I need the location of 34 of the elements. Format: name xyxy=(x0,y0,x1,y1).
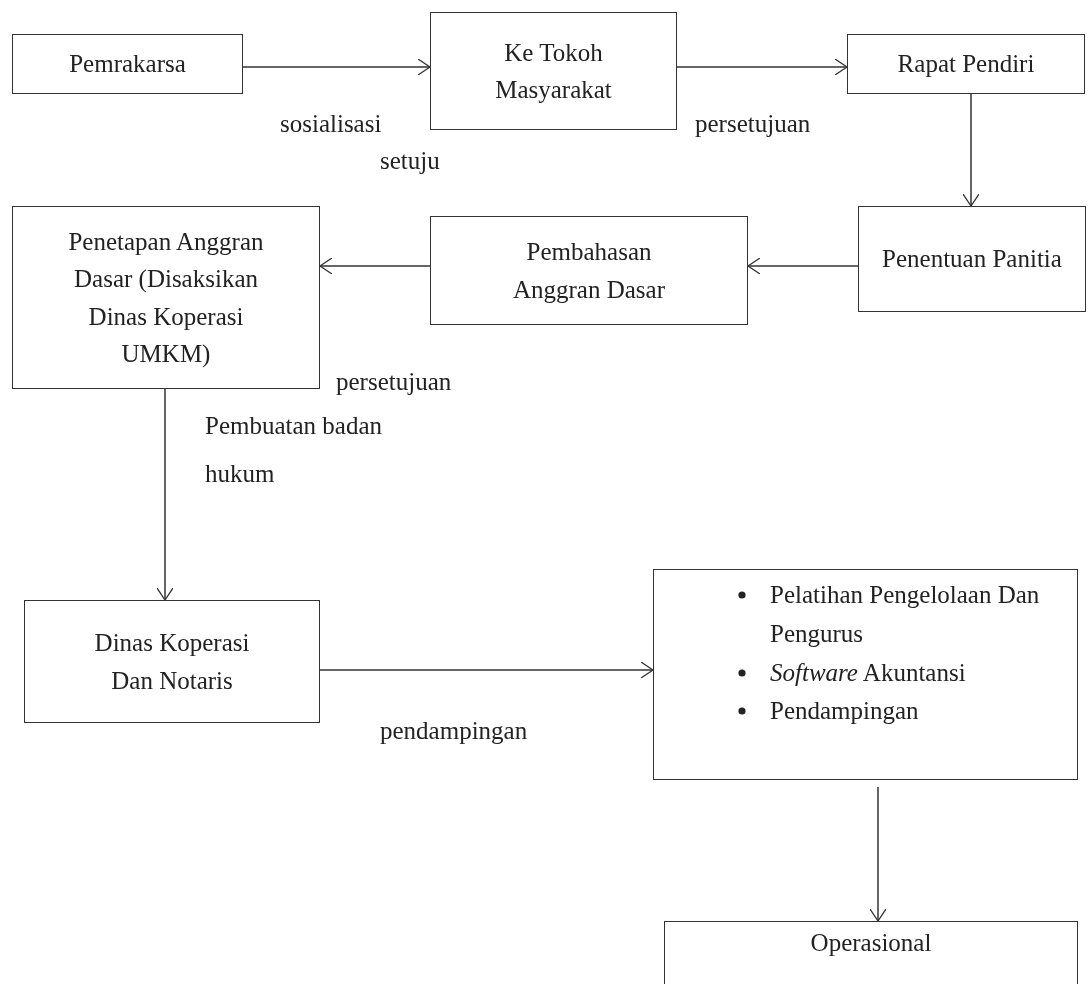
process-box xyxy=(24,600,320,723)
note-label: persetujuan xyxy=(336,367,452,397)
list-item-text: Software Akuntansi xyxy=(770,657,966,688)
process-box xyxy=(653,569,1078,780)
node-text: Penetapan Anggran Dasar (Disaksikan Dinas Koperasi UMKM) xyxy=(67,226,265,369)
arrow xyxy=(242,58,431,76)
arrow xyxy=(676,58,848,76)
edge-label: persetujuan xyxy=(695,109,811,139)
node-text: Operasional xyxy=(810,928,932,958)
list-item-text: Pendampingan xyxy=(770,696,919,727)
process-box xyxy=(858,206,1086,312)
node-text: Ke Tokoh Masyarakat xyxy=(494,37,613,105)
process-box xyxy=(12,34,243,94)
process-box xyxy=(664,921,1078,984)
edge-label: Pembuatan badan hukum xyxy=(205,411,384,489)
node-text: Pemrakarsa xyxy=(69,49,186,80)
arrow xyxy=(319,257,431,275)
arrow xyxy=(869,786,887,922)
node-text: Pembahasan Anggran Dasar xyxy=(512,237,666,305)
process-box xyxy=(847,34,1085,94)
process-box xyxy=(430,12,677,130)
arrow xyxy=(962,93,980,207)
process-box xyxy=(430,216,748,325)
note-label: setuju xyxy=(380,146,440,176)
arrow xyxy=(319,661,654,679)
node-text: Penentuan Panitia xyxy=(882,244,1062,275)
arrow xyxy=(156,388,174,601)
node-text: Rapat Pendiri xyxy=(897,49,1035,80)
node-text: Dinas Koperasi Dan Notaris xyxy=(93,628,251,696)
arrow xyxy=(747,257,859,275)
list-item-text: Pelatihan Pengelolaan Dan Pengurus xyxy=(770,580,1041,649)
edge-label: sosialisasi xyxy=(280,109,382,139)
process-box xyxy=(12,206,320,389)
edge-label: pendampingan xyxy=(380,716,528,746)
